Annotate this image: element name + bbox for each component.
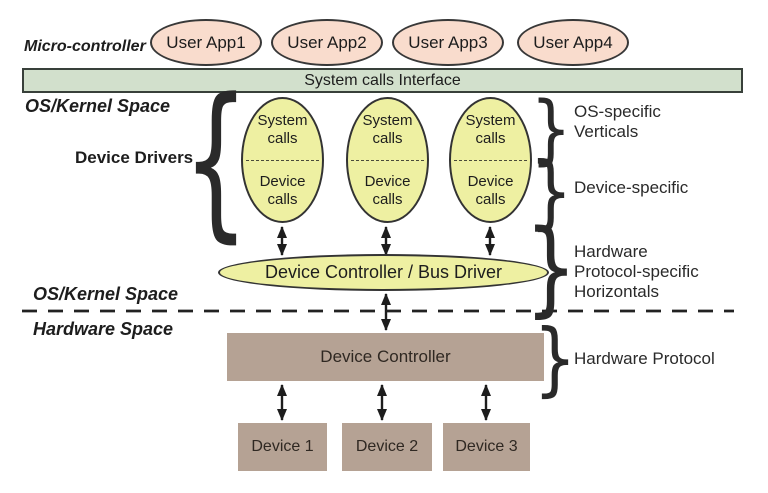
driver-ellipse-1: System calls Device calls [241,97,324,223]
hw-horizontals-line2: Protocol-specific [574,262,699,281]
micro-controller-label: Micro-controller [24,38,146,55]
user-app3-ellipse: User App3 [392,19,504,66]
device-drivers-label: Device Drivers [75,148,194,167]
os-kernel-space-bottom-label: OS/Kernel Space [33,284,179,304]
driver2-system-calls: System calls [362,112,413,147]
system-calls-interface-bar: System calls Interface [22,68,743,93]
user-app2-ellipse: User App2 [271,19,383,66]
os-specific-line2: Verticals [574,122,639,141]
bus-driver-ellipse: Device Controller / Bus Driver [218,254,549,291]
driver3-divider [454,160,527,161]
os-specific-line1: OS-specific [574,102,661,121]
driver1-system-calls: System calls [257,112,308,147]
driver1-divider [246,160,319,161]
driver2-divider [351,160,424,161]
driver3-system-calls: System calls [465,112,516,147]
device2-box: Device 2 [342,423,432,471]
device-controller-box: Device Controller [227,333,544,381]
hardware-protocol-annotation: Hardware Protocol [574,349,715,368]
device-drivers-left-brace: { [182,62,250,258]
user-app1-ellipse: User App1 [150,19,262,66]
user-app4-ellipse: User App4 [517,19,629,66]
hardware-space-label: Hardware Space [33,319,174,339]
hw-horizontals-right-brace: } [524,207,578,328]
driver-ellipse-2: System calls Device calls [346,97,429,223]
driver2-device-calls: Device calls [364,173,411,208]
hw-horizontals-annotation: Hardware Protocol-specific Horizontals [574,242,699,302]
os-specific-verticals-annotation: OS-specific Verticals [574,102,661,142]
device-specific-annotation: Device-specific [574,178,689,197]
system-calls-interface-label: System calls Interface [304,71,461,89]
device1-box: Device 1 [238,423,327,471]
hw-horizontals-line1: Hardware [574,242,648,261]
hardware-protocol-right-brace: } [533,311,577,405]
os-kernel-space-top-label: OS/Kernel Space [25,96,171,116]
device3-box: Device 3 [443,423,530,471]
driver3-device-calls: Device calls [467,173,514,208]
driver1-device-calls: Device calls [259,173,306,208]
hw-horizontals-line3: Horizontals [574,282,660,301]
driver-ellipse-3: System calls Device calls [449,97,532,223]
